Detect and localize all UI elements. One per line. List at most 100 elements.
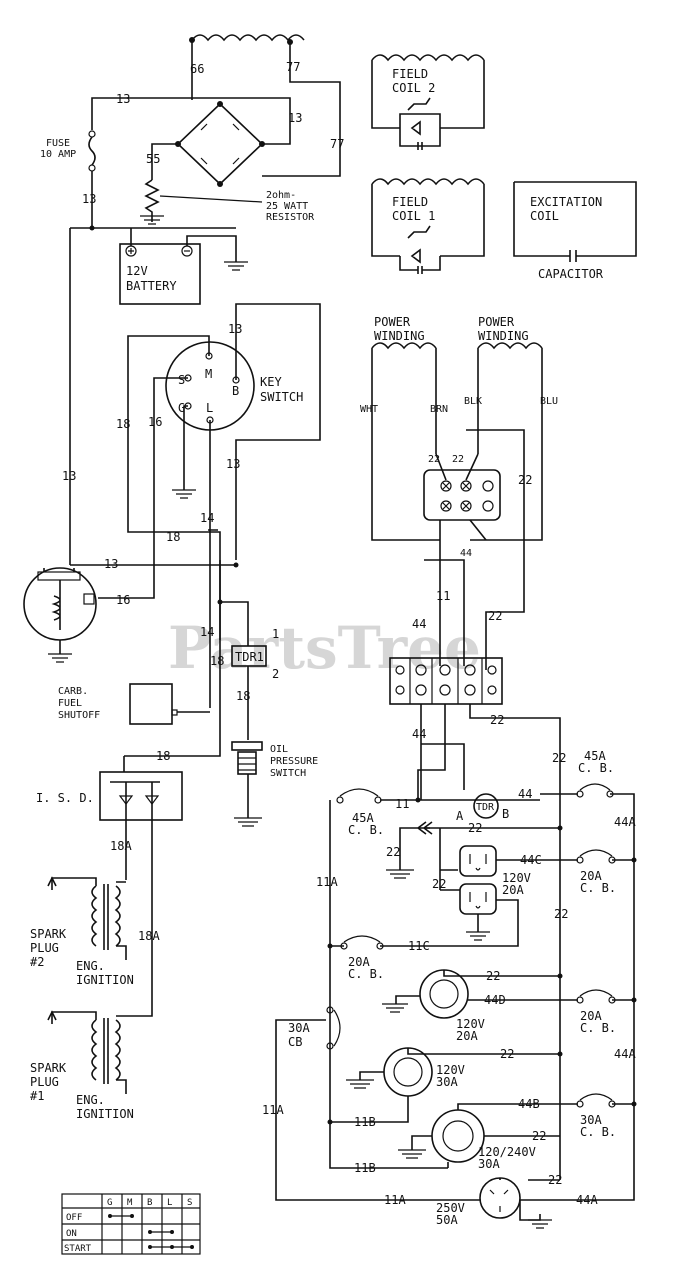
- wire-label: 22: [488, 609, 502, 623]
- wire-label: 44A: [576, 1193, 598, 1207]
- lower-bus-wires: [417, 704, 561, 1180]
- ign1-label: ENG.IGNITION: [76, 1093, 134, 1121]
- wire-label: 11: [436, 589, 450, 603]
- upper-terminal-block: 22 22 22 44: [423, 429, 532, 670]
- wire-label: 22: [532, 1129, 546, 1143]
- wire-label: 44B: [518, 1097, 540, 1111]
- wire-label: 22: [386, 845, 400, 859]
- wire-label: 18: [166, 530, 180, 544]
- wire-label: 22: [452, 454, 464, 465]
- wire-label: 14: [200, 511, 214, 525]
- wire-label: 13: [116, 92, 130, 106]
- wire-label: 2: [272, 667, 279, 681]
- wire-label: 44: [412, 617, 426, 631]
- ground-bus-22: [399, 821, 458, 890]
- table-col: G: [107, 1198, 112, 1208]
- wire-label: 14: [200, 625, 214, 639]
- junction-dots: [89, 225, 637, 1125]
- wires-66-77: [191, 40, 341, 177]
- key-term-l: L: [206, 401, 213, 415]
- lead-blu: BLU: [540, 396, 558, 407]
- term-b: B: [502, 807, 509, 821]
- key-switch-table: G M B L S OFF ON START: [61, 1193, 201, 1255]
- wire-label: 44A: [614, 1047, 636, 1061]
- wire-label: 13: [104, 557, 118, 571]
- lead-wht: WHT: [360, 404, 378, 415]
- wire-label: 44D: [484, 993, 506, 1007]
- wire-label: 16: [116, 593, 130, 607]
- table-col: S: [187, 1198, 192, 1208]
- key-term-s: S: [178, 373, 185, 387]
- table-row-label: START: [64, 1244, 92, 1254]
- wire-label: 22: [500, 1047, 514, 1061]
- wire-label: 11A: [316, 875, 338, 889]
- bus-wires: [424, 559, 465, 666]
- wire-label: 55: [146, 152, 160, 166]
- wire-13-main: [70, 171, 236, 229]
- wire-label: 13: [82, 192, 96, 206]
- wire-label: 22: [518, 473, 532, 487]
- ign2-label: ENG.IGNITION: [76, 959, 134, 987]
- wire-label: 18: [156, 749, 170, 763]
- wire-label: 44A: [614, 815, 636, 829]
- wire-label: 18A: [138, 929, 160, 943]
- key-term-g: G: [178, 401, 185, 415]
- lead-blk: BLK: [464, 396, 482, 407]
- wire-label: 44: [518, 787, 532, 801]
- ignition-wires: [125, 820, 153, 1000]
- isd-label: I. S. D.: [36, 791, 94, 805]
- wire-label: 13: [288, 111, 302, 125]
- wire-label: 77: [330, 137, 344, 151]
- wire-label: 11B: [354, 1115, 376, 1129]
- tdr1-label: TDR1: [235, 650, 264, 664]
- key-term-b: B: [232, 384, 239, 398]
- wire-label: 18A: [110, 839, 132, 853]
- table-col: L: [167, 1198, 172, 1208]
- wire-label: 44: [460, 548, 472, 559]
- watermark: PartsTree: [168, 614, 481, 682]
- wire-label: 22: [468, 821, 482, 835]
- distribution-wires: [275, 793, 635, 1201]
- table-row-label: ON: [66, 1229, 77, 1239]
- wire-label: 22: [490, 713, 504, 727]
- wire-label: 13: [226, 457, 240, 471]
- wire-label: 18: [236, 689, 250, 703]
- wire-label: 22: [554, 907, 568, 921]
- tdr1-relay: TDR1 1 2: [220, 601, 279, 740]
- wire-label: 18: [116, 417, 130, 431]
- wire-label: 11: [395, 797, 409, 811]
- wire-label: 44C: [520, 853, 542, 867]
